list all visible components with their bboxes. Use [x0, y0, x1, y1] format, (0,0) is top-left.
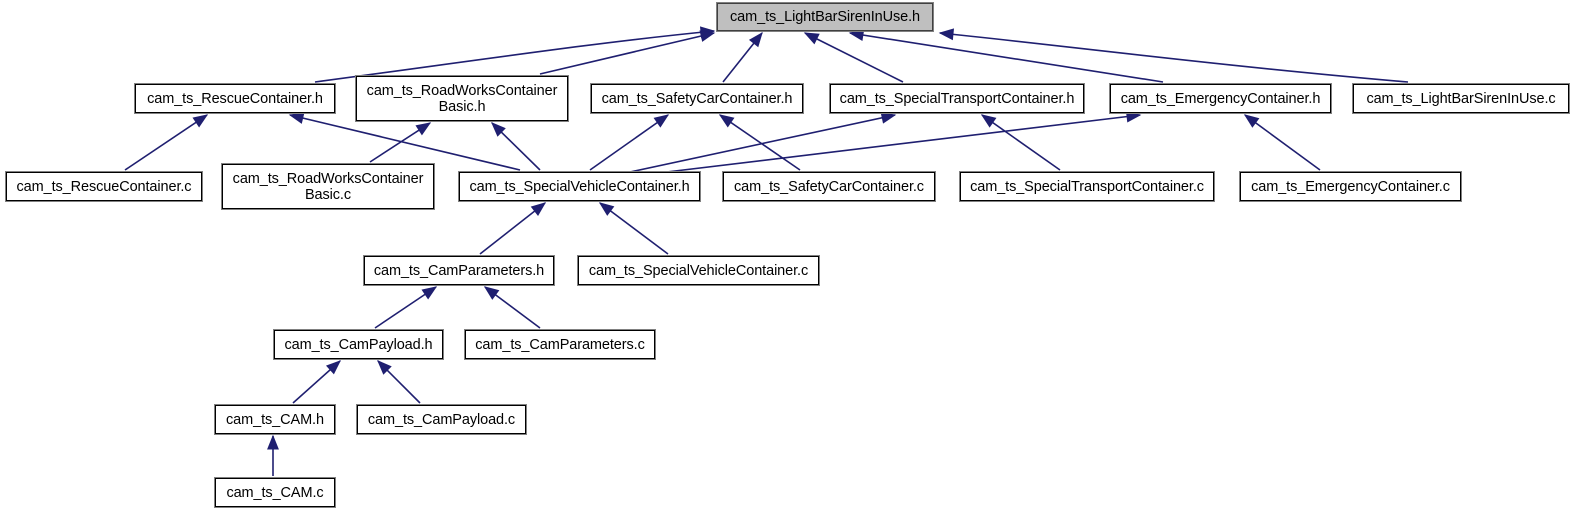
- graph-node-cam_h[interactable]: cam_ts_CAM.h: [214, 404, 336, 435]
- graph-node-label: cam_ts_CAM.c: [226, 484, 324, 501]
- graph-node-label: cam_ts_RoadWorksContainer Basic.c: [232, 170, 424, 203]
- graph-node-label: cam_ts_RoadWorksContainer Basic.h: [366, 82, 558, 115]
- edge-arrowhead: [377, 360, 392, 375]
- edge-arrowhead: [288, 112, 305, 124]
- graph-edge-emergency_c-to-emergency_h: [1243, 114, 1321, 171]
- graph-node-camparams_c[interactable]: cam_ts_CamParameters.c: [464, 329, 656, 360]
- graph-node-roadworks_c[interactable]: cam_ts_RoadWorksContainer Basic.c: [221, 163, 435, 210]
- graph-node-emergency_c[interactable]: cam_ts_EmergencyContainer.c: [1239, 171, 1462, 202]
- graph-node-label: cam_ts_CAM.h: [226, 411, 324, 428]
- graph-node-campayload_h[interactable]: cam_ts_CamPayload.h: [273, 329, 444, 360]
- graph-node-label: cam_ts_SpecialVehicleContainer.c: [588, 262, 809, 279]
- graph-edge-specveh_h-to-rescue_h: [288, 112, 521, 171]
- graph-node-safetycar_c[interactable]: cam_ts_SafetyCarContainer.c: [722, 171, 936, 202]
- graph-edge-emergency_h-to-root: [848, 29, 1164, 83]
- graph-edge-lightbar_c-to-root: [938, 28, 1409, 83]
- graph-node-label: cam_ts_SpecialVehicleContainer.h: [469, 178, 690, 195]
- graph-node-label: cam_ts_LightBarSirenInUse.h: [730, 9, 920, 25]
- graph-node-label: cam_ts_CamParameters.c: [475, 336, 645, 353]
- graph-node-cam_c[interactable]: cam_ts_CAM.c: [214, 477, 336, 508]
- edge-arrowhead: [803, 32, 820, 45]
- graph-node-label: cam_ts_EmergencyContainer.c: [1251, 178, 1450, 195]
- edge-arrowhead: [325, 360, 342, 375]
- graph-node-spectrans_c[interactable]: cam_ts_SpecialTransportContainer.c: [959, 171, 1215, 202]
- graph-edge-camparams_c-to-camparams_h: [483, 286, 541, 329]
- graph-node-spectrans_h[interactable]: cam_ts_SpecialTransportContainer.h: [829, 83, 1085, 114]
- edge-arrowhead: [1243, 114, 1260, 128]
- edge-arrowhead: [415, 122, 432, 136]
- graph-node-label: cam_ts_SpecialTransportContainer.h: [839, 90, 1075, 107]
- graph-node-label: cam_ts_CamPayload.h: [284, 336, 433, 353]
- graph-edge-safetycar_c-to-safetycar_h: [718, 114, 801, 171]
- graph-edge-campayload_h-to-camparams_h: [374, 286, 438, 329]
- graph-node-label: cam_ts_CamPayload.c: [367, 411, 516, 428]
- graph-node-specveh_c[interactable]: cam_ts_SpecialVehicleContainer.c: [577, 255, 820, 286]
- graph-node-label: cam_ts_RescueContainer.c: [16, 178, 192, 195]
- graph-node-campayload_c[interactable]: cam_ts_CamPayload.c: [356, 404, 527, 435]
- graph-node-roadworks_h[interactable]: cam_ts_RoadWorksContainer Basic.h: [355, 75, 569, 122]
- graph-node-lightbar_c[interactable]: cam_ts_LightBarSirenInUse.c: [1352, 83, 1570, 114]
- edge-arrowhead: [483, 286, 500, 300]
- edge-arrowhead: [880, 112, 897, 124]
- edge-arrowhead: [699, 30, 716, 42]
- graph-node-rescue_c[interactable]: cam_ts_RescueContainer.c: [5, 171, 203, 202]
- graph-edge-rescue_c-to-rescue_h: [124, 114, 209, 171]
- edge-arrowhead: [267, 434, 279, 450]
- edge-arrowhead: [530, 202, 547, 217]
- edge-arrowhead: [192, 114, 209, 128]
- graph-edge-specveh_c-to-specveh_h: [598, 202, 669, 255]
- graph-node-label: cam_ts_SafetyCarContainer.c: [734, 178, 924, 195]
- graph-edge-rescue_h-to-root: [314, 26, 716, 83]
- graph-edge-spectrans_h-to-root: [803, 32, 904, 83]
- graph-edge-roadworks_h-to-root: [539, 30, 716, 75]
- edge-arrowhead: [748, 31, 763, 48]
- graph-node-label: cam_ts_LightBarSirenInUse.c: [1366, 90, 1556, 107]
- graph-edge-specveh_h-to-spectrans_h: [629, 112, 897, 173]
- graph-edge-safetycar_h-to-root: [722, 31, 763, 83]
- graph-edge-campayload_c-to-campayload_h: [377, 360, 421, 404]
- edge-arrowhead: [699, 26, 716, 39]
- graph-node-label: cam_ts_SpecialTransportContainer.c: [970, 178, 1204, 195]
- graph-edge-spectrans_c-to-spectrans_h: [980, 114, 1061, 171]
- graph-edge-camparams_h-to-specveh_h: [479, 202, 547, 255]
- graph-node-label: cam_ts_RescueContainer.h: [147, 90, 323, 107]
- graph-node-specveh_h[interactable]: cam_ts_SpecialVehicleContainer.h: [458, 171, 701, 202]
- graph-node-camparams_h[interactable]: cam_ts_CamParameters.h: [363, 255, 555, 286]
- edge-arrowhead: [598, 202, 615, 216]
- graph-edge-specveh_h-to-safetycar_h: [589, 114, 670, 171]
- edge-arrowhead: [980, 114, 997, 128]
- graph-node-label: cam_ts_SafetyCarContainer.h: [601, 90, 793, 107]
- graph-node-label: cam_ts_CamParameters.h: [373, 262, 545, 279]
- edge-arrowhead: [848, 29, 865, 41]
- edge-arrowhead: [653, 114, 670, 128]
- graph-edge-specveh_h-to-emergency_h: [649, 110, 1142, 175]
- graph-node-root[interactable]: cam_ts_LightBarSirenInUse.h: [716, 2, 934, 32]
- graph-node-rescue_h[interactable]: cam_ts_RescueContainer.h: [134, 83, 336, 114]
- graph-node-label: cam_ts_EmergencyContainer.h: [1120, 90, 1321, 107]
- graph-node-emergency_h[interactable]: cam_ts_EmergencyContainer.h: [1109, 83, 1332, 114]
- edge-arrowhead: [491, 122, 506, 137]
- edge-arrowhead: [938, 28, 955, 41]
- edge-arrowhead: [718, 114, 735, 128]
- graph-node-safetycar_h[interactable]: cam_ts_SafetyCarContainer.h: [590, 83, 804, 114]
- graph-edge-roadworks_c-to-roadworks_h: [369, 122, 432, 163]
- edge-arrowhead: [421, 286, 438, 300]
- graph-edge-specveh_h-to-roadworks_h: [491, 122, 541, 171]
- graph-edge-cam_c-to-cam_h: [267, 434, 279, 476]
- graph-edge-cam_h-to-campayload_h: [292, 360, 342, 404]
